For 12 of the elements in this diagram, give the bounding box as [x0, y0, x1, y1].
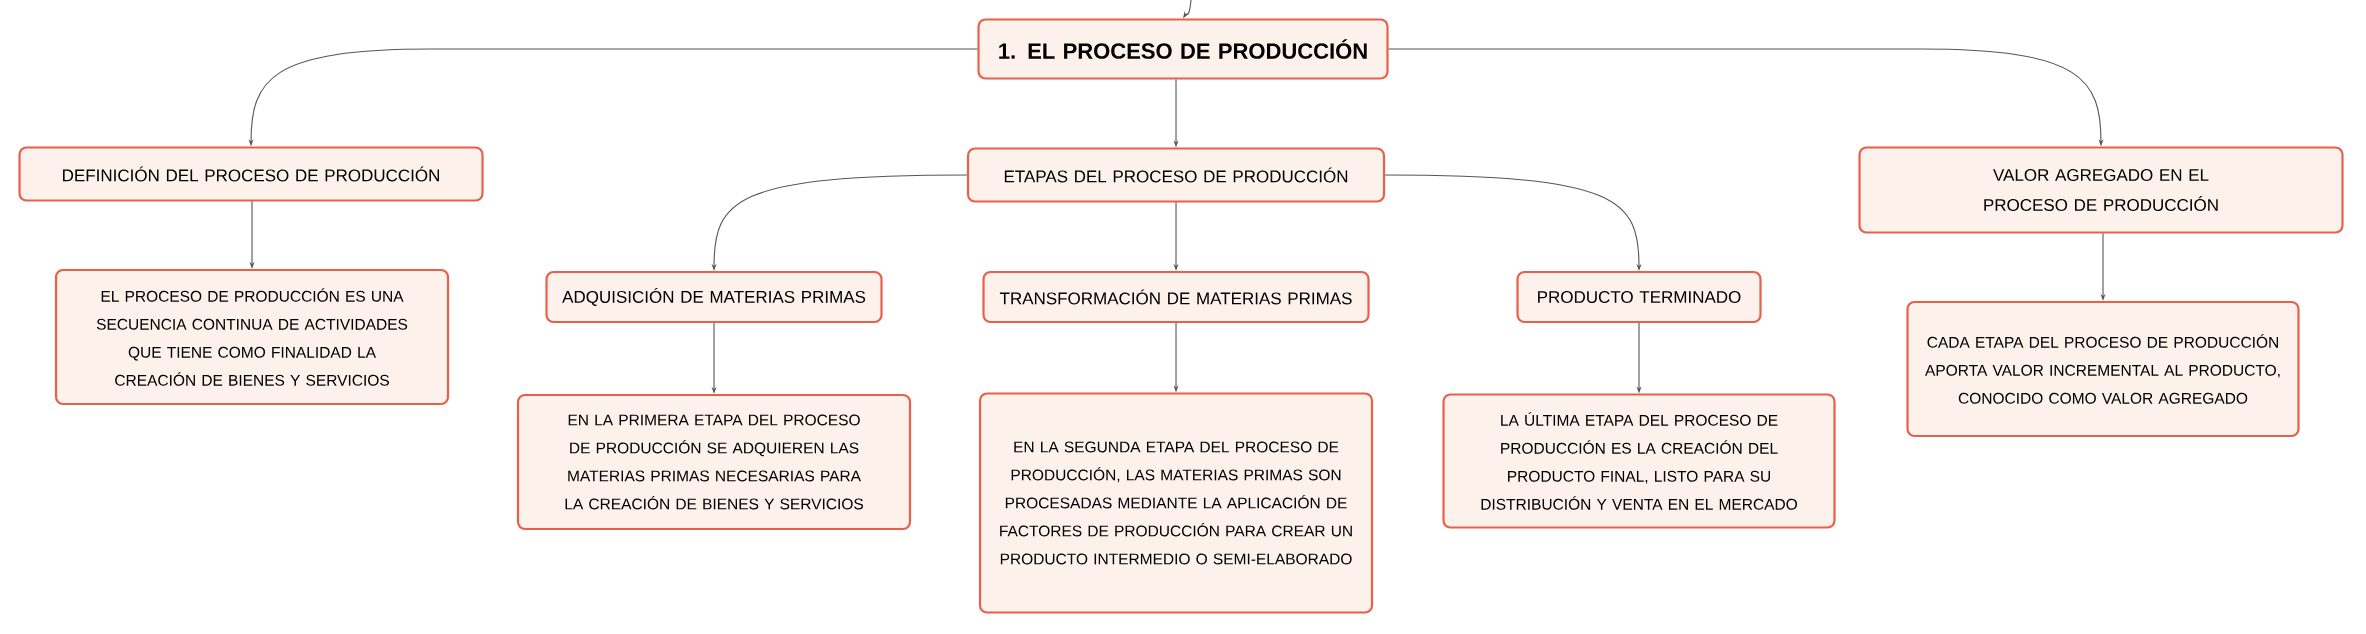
topic-box: TRANSFORMACIÓN DE MATERIAS PRIMAS: [982, 270, 1370, 324]
topic-box: PRODUCTO TERMINADO: [1516, 270, 1762, 324]
title-box: 1. EL PROCESO DE PRODUCCIÓN: [977, 18, 1389, 80]
description-box: EN LA PRIMERA ETAPA DEL PROCESO DE PRODUCCIÓN SE ADQUIEREN LAS MATERIAS PRIMAS NECESARIAS PARA LA CREACIÓN DE BIENES Y SERVICIOS: [516, 393, 912, 531]
description-box: LA ÚLTIMA ETAPA DEL PROCESO DE PRODUCCIÓN ES LA CREACIÓN DEL PRODUCTO FINAL, LISTO PARA SU DISTRIBUCIÓN Y VENTA EN EL MERCADO: [1442, 393, 1836, 529]
description-box: EL PROCESO DE PRODUCCIÓN ES UNA SECUENCIA CONTINUA DE ACTIVIDADES QUE TIENE COMO FINALIDAD LA CREACIÓN DE BIENES Y SERVICIOS: [54, 268, 450, 406]
description-box: EN LA SEGUNDA ETAPA DEL PROCESO DE PRODUCCIÓN, LAS MATERIAS PRIMAS SON PROCESADAS MEDIANTE LA APLICACIÓN DE FACTORES DE PRODUCCIÓN PARA CREAR UN PRODUCTO INTERMEDIO O SEMI-ELABORADO: [978, 392, 1374, 614]
topic-box: ETAPAS DEL PROCESO DE PRODUCCIÓN: [966, 147, 1386, 203]
description-box: CADA ETAPA DEL PROCESO DE PRODUCCIÓN APORTA VALOR INCREMENTAL AL PRODUCTO, CONOCIDO COMO VALOR AGREGADO: [1906, 300, 2300, 438]
topic-box: DEFINICIÓN DEL PROCESO DE PRODUCCIÓN: [18, 146, 484, 202]
topic-box: VALOR AGREGADO EN EL PROCESO DE PRODUCCIÓN: [1858, 146, 2344, 234]
topic-box: ADQUISICIÓN DE MATERIAS PRIMAS: [545, 270, 883, 324]
